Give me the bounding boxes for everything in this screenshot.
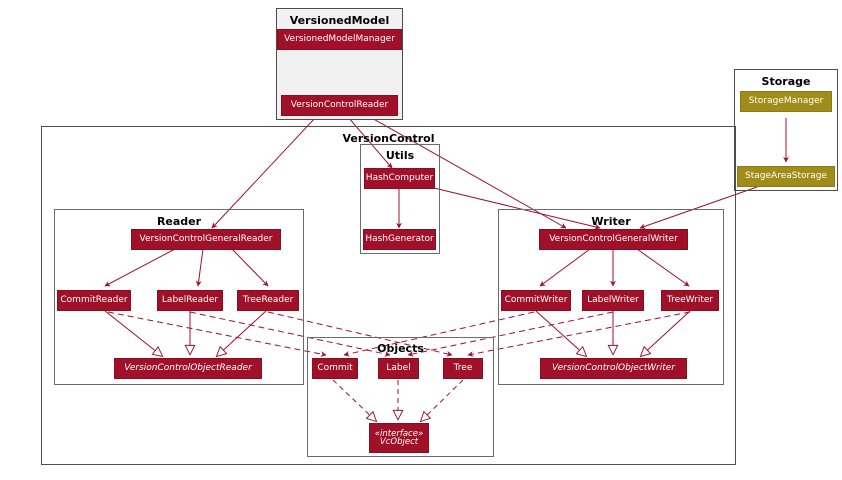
package-reader[interactable]: Reader	[54, 209, 304, 385]
class-version-control-object-writer[interactable]: VersionControlObjectWriter	[540, 358, 687, 379]
package-utils-title: Utils	[385, 149, 415, 162]
class-storage-manager[interactable]: StorageManager	[740, 91, 832, 112]
class-storage-manager-label: StorageManager	[748, 95, 824, 106]
class-commit-writer[interactable]: CommitWriter	[501, 290, 571, 311]
class-label-label: Label	[386, 362, 411, 373]
class-tree-reader-label: TreeReader	[242, 294, 294, 305]
package-version-control[interactable]: VersionControl	[41, 126, 736, 465]
package-version-control-title: VersionControl	[342, 132, 435, 145]
package-reader-title: Reader	[156, 215, 202, 228]
class-vc-object-label: VcObject	[379, 437, 419, 447]
class-stage-area-storage-label: StageAreaStorage	[745, 170, 827, 181]
class-tree-label: Tree	[453, 362, 473, 373]
package-objects[interactable]: Objects	[307, 337, 494, 457]
class-version-control-object-writer-label: VersionControlObjectWriter	[551, 362, 676, 373]
class-versioned-model-manager-label: VersionedModelManager	[284, 33, 395, 44]
class-hash-generator[interactable]: HashGenerator	[363, 229, 436, 250]
class-hash-computer-label: HashComputer	[365, 172, 434, 183]
class-label[interactable]: Label	[378, 358, 419, 379]
class-version-control-reader-label: VersionControlReader	[290, 99, 389, 110]
class-versioned-model-manager[interactable]: VersionedModelManager	[277, 29, 402, 50]
class-tree-reader[interactable]: TreeReader	[237, 290, 299, 311]
class-version-control-general-writer-label: VersionControlGeneralWriter	[549, 233, 678, 244]
class-commit-writer-label: CommitWriter	[504, 294, 568, 305]
class-commit-reader[interactable]: CommitReader	[57, 290, 131, 311]
class-commit[interactable]: Commit	[312, 358, 358, 379]
class-version-control-general-reader-label: VersionControlGeneralReader	[139, 233, 273, 244]
class-vc-object-stereotype: «interface»	[374, 428, 424, 439]
class-commit-reader-label: CommitReader	[60, 294, 128, 305]
package-utils[interactable]: Utils	[360, 144, 440, 254]
class-hash-generator-label: HashGenerator	[365, 233, 434, 244]
class-version-control-general-writer[interactable]: VersionControlGeneralWriter	[539, 229, 688, 250]
class-label-reader-label: LabelReader	[161, 294, 219, 305]
package-storage[interactable]: Storage	[734, 69, 838, 191]
package-writer[interactable]: Writer	[498, 209, 724, 385]
class-version-control-object-reader[interactable]: VersionControlObjectReader	[114, 358, 262, 379]
class-tree[interactable]: Tree	[443, 358, 483, 379]
package-versioned-model-title: VersionedModel	[289, 14, 390, 27]
class-tree-writer-label: TreeWriter	[666, 294, 714, 305]
package-objects-title: Objects	[377, 342, 424, 355]
class-hash-computer[interactable]: HashComputer	[364, 168, 435, 189]
class-stage-area-storage[interactable]: StageAreaStorage	[737, 166, 835, 187]
class-version-control-object-reader-label: VersionControlObjectReader	[124, 362, 252, 373]
class-label-writer[interactable]: LabelWriter	[582, 290, 644, 311]
class-label-writer-label: LabelWriter	[587, 294, 639, 305]
class-version-control-reader[interactable]: VersionControlReader	[281, 95, 398, 116]
class-version-control-general-reader[interactable]: VersionControlGeneralReader	[131, 229, 281, 250]
class-vc-object[interactable]: «interface» VcObject	[369, 423, 429, 453]
class-commit-label: Commit	[317, 362, 353, 373]
class-label-reader[interactable]: LabelReader	[157, 290, 223, 311]
package-storage-title: Storage	[761, 75, 811, 88]
class-tree-writer[interactable]: TreeWriter	[661, 290, 719, 311]
package-writer-title: Writer	[591, 215, 631, 228]
